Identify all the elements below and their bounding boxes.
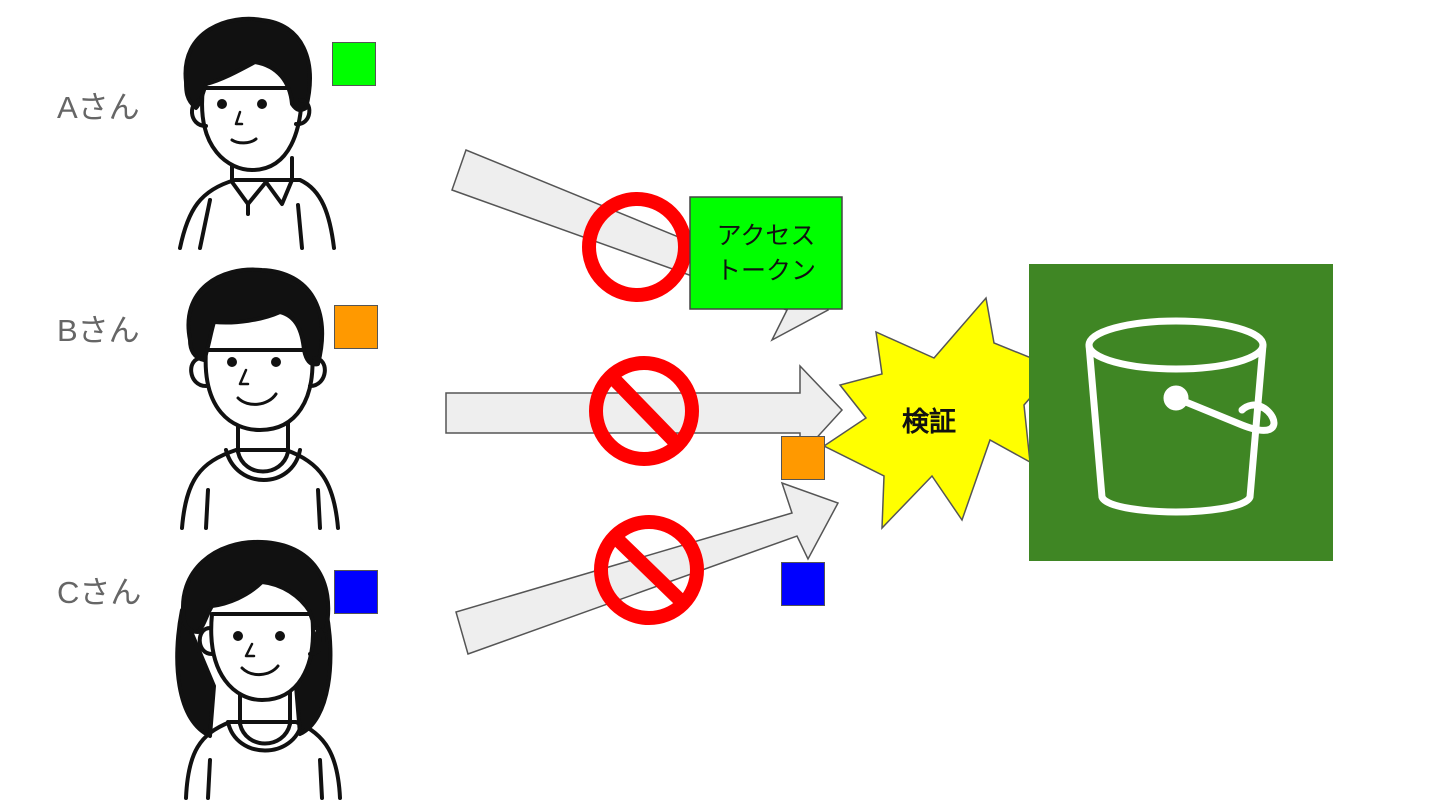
prohibited-icon-c (594, 515, 704, 625)
access-token-label: アクセス トークン (690, 205, 842, 301)
person-label-a: Aさん (57, 90, 140, 125)
token-square-b (334, 305, 378, 349)
prohibited-icon-a (582, 192, 692, 302)
token-square-c-arrow (781, 562, 825, 606)
access-token-box (689, 196, 843, 310)
verify-label: 検証 (902, 407, 956, 438)
person-label-b: Bさん (57, 313, 140, 348)
person-label-c: Cさん (57, 575, 142, 610)
person-a-icon (178, 16, 336, 250)
access-token-line-2: トークン (715, 256, 816, 285)
access-token-line-1: アクセス (716, 221, 816, 250)
token-square-a (332, 42, 376, 86)
s3-bucket-icon (1085, 317, 1278, 516)
s3-bucket-background (1029, 264, 1333, 561)
token-square-b-arrow (781, 436, 825, 480)
token-square-c (334, 570, 378, 614)
person-c-icon (175, 539, 342, 800)
prohibited-icon-b (589, 356, 699, 466)
person-b-icon (180, 267, 340, 530)
